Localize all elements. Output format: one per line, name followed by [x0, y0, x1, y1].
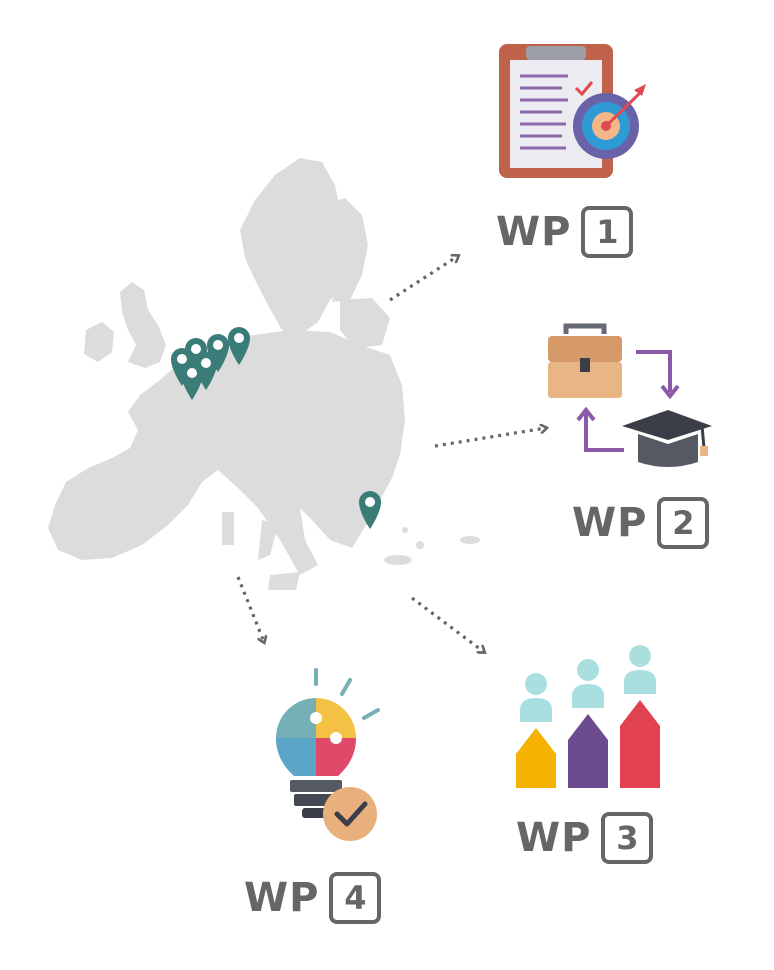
wp2-label: WP 2 — [572, 497, 710, 549]
wp4-number: 4 — [329, 872, 382, 924]
lightbulb-puzzle-check-icon — [276, 668, 380, 841]
clipboard-target-icon — [499, 44, 646, 178]
europe-landmass — [48, 158, 480, 590]
arrow-to-wp3 — [411, 596, 484, 652]
wp2-prefix: WP — [572, 500, 648, 546]
wp3-prefix: WP — [516, 815, 592, 861]
map-pin-icon — [228, 327, 250, 365]
briefcase-graduation-cycle-icon — [548, 323, 712, 467]
wp3-label: WP 3 — [516, 812, 654, 864]
wp2-number: 2 — [657, 497, 710, 549]
arrow-to-wp1 — [389, 256, 458, 302]
map-pin-icon — [195, 352, 217, 390]
wp4-prefix: WP — [244, 875, 320, 921]
location-pins — [171, 327, 381, 529]
arrow-to-wp4 — [236, 576, 264, 642]
map-pin-icon — [359, 491, 381, 529]
people-growth-chart-icon — [516, 645, 660, 788]
wp3-number: 3 — [601, 812, 654, 864]
map-pin-icon — [207, 334, 229, 372]
wp1-prefix: WP — [496, 209, 572, 255]
wp4-label: WP 4 — [244, 872, 382, 924]
arrow-to-wp2 — [434, 428, 546, 448]
wp1-number: 1 — [581, 206, 634, 258]
wp1-label: WP 1 — [496, 206, 634, 258]
